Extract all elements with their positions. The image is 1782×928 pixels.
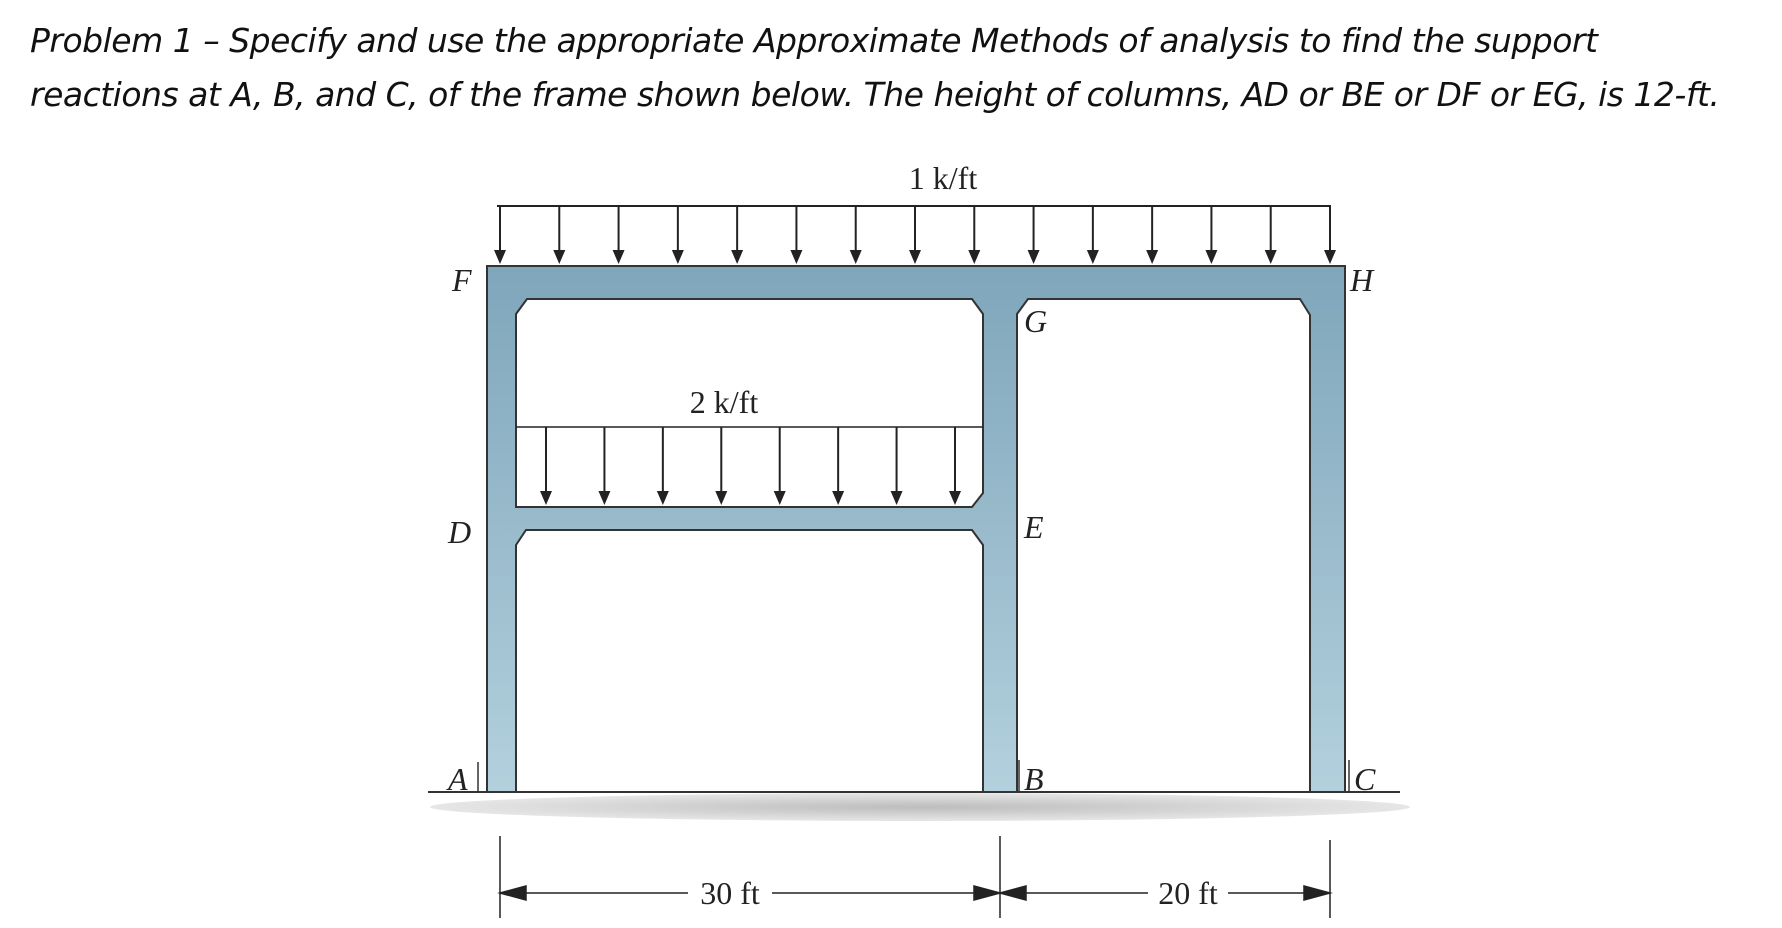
top-load-arrowhead xyxy=(1324,250,1336,264)
top-load-arrowhead xyxy=(968,250,981,264)
dimension-right-label: 20 ft xyxy=(1158,875,1218,911)
top-load-arrowhead xyxy=(612,250,625,264)
mid-load-arrowhead xyxy=(773,491,786,505)
problem-statement: Problem 1 – Specify and use the appropri… xyxy=(30,14,1770,122)
top-load-arrowhead xyxy=(1205,250,1218,264)
top-load-arrowhead xyxy=(671,250,684,264)
top-load-arrowhead xyxy=(1027,250,1040,264)
mid-load-arrowhead xyxy=(598,491,611,505)
dimension-lines xyxy=(497,836,1333,918)
mid-load-arrowhead xyxy=(832,491,845,505)
mid-load-arrowhead xyxy=(890,491,903,505)
node-label-B: B xyxy=(1024,761,1044,797)
problem-line-1: Problem 1 – Specify and use the appropri… xyxy=(30,21,1598,60)
ground-shadow xyxy=(430,793,1410,821)
node-label-D: D xyxy=(447,514,471,550)
node-label-A: A xyxy=(446,761,468,797)
node-label-H: H xyxy=(1349,262,1375,298)
node-label-E: E xyxy=(1023,509,1044,545)
problem-line-2: reactions at A, B, and C, of the frame s… xyxy=(30,75,1720,114)
top-load-arrowhead xyxy=(731,250,744,264)
frame-body xyxy=(486,265,1346,793)
mid-load-label: 2 k/ft xyxy=(690,384,759,420)
top-load-label: 1 k/ft xyxy=(909,160,978,196)
node-label-G: G xyxy=(1024,303,1047,339)
top-load-arrowhead xyxy=(909,250,921,264)
node-label-C: C xyxy=(1354,761,1376,797)
mid-load-arrowhead xyxy=(540,491,552,505)
top-load-arrowhead xyxy=(1146,250,1159,264)
mid-distributed-load xyxy=(516,426,983,505)
top-load-arrowhead xyxy=(494,250,506,264)
top-load-arrowhead xyxy=(790,250,803,264)
top-load-arrowhead xyxy=(1086,250,1099,264)
mid-load-arrowhead xyxy=(949,491,961,505)
top-distributed-load xyxy=(494,205,1336,264)
dimension-left-label: 30 ft xyxy=(700,875,760,911)
mid-load-arrowhead xyxy=(715,491,728,505)
top-load-arrowhead xyxy=(553,250,566,264)
top-load-arrowhead xyxy=(849,250,862,264)
mid-load-arrowhead xyxy=(656,491,669,505)
top-load-arrowhead xyxy=(1264,250,1277,264)
node-label-F: F xyxy=(451,262,472,298)
